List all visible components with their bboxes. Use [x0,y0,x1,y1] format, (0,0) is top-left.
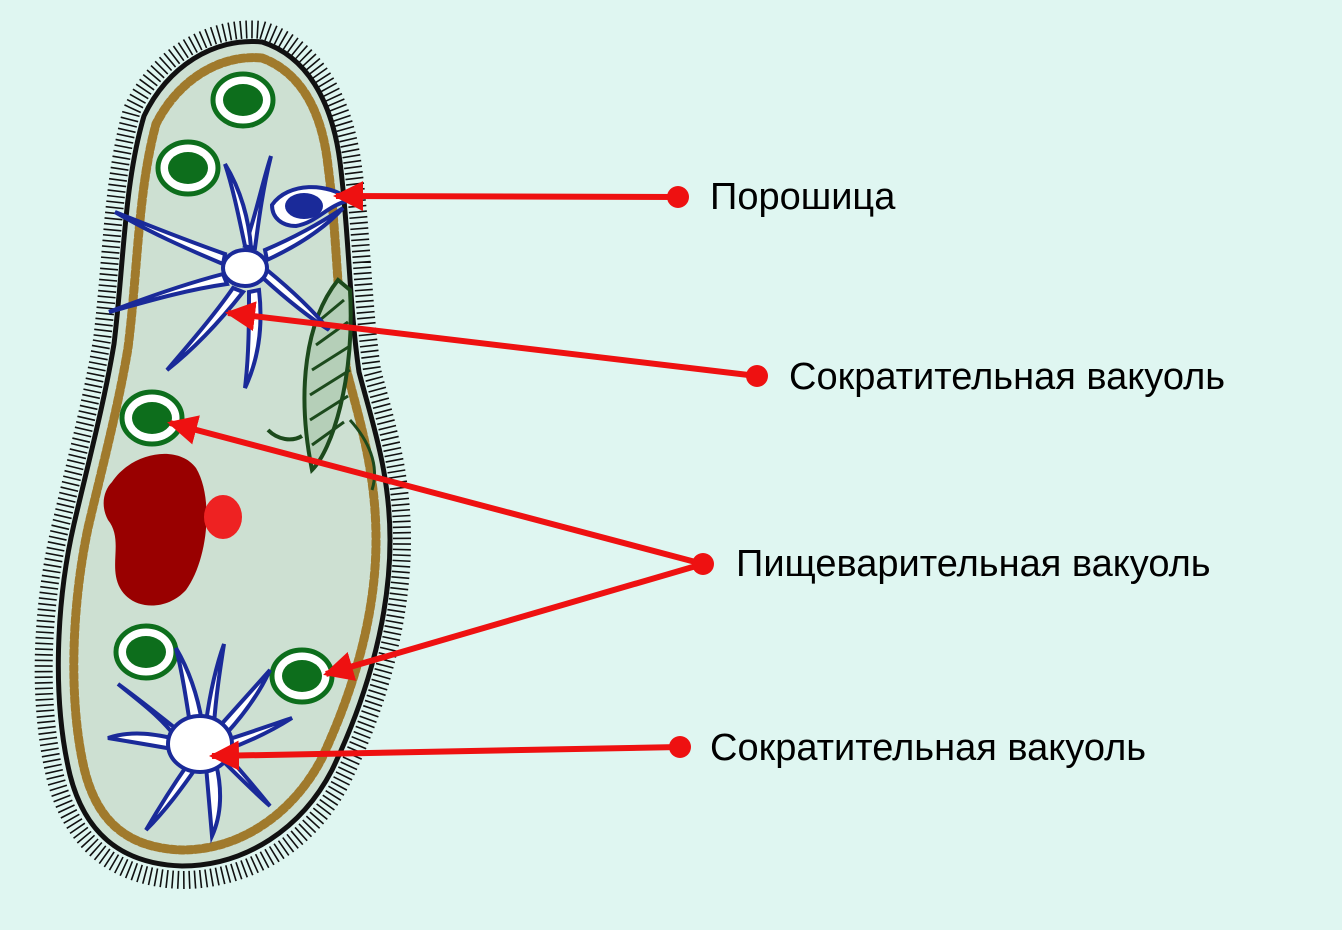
food-vacuole [213,74,273,126]
food-vacuole [158,142,218,194]
label-digestive-vacuole: Пищеварительная вакуоль [736,545,1211,583]
food-vacuole [116,626,176,678]
label-contractile-vacuole-top: Сократительная вакуоль [789,358,1225,396]
micronucleus [204,495,242,539]
food-vacuole [272,650,332,702]
food-vacuole [122,392,182,444]
label-poroshitsa: Порошица [710,178,895,216]
arrow-poroshitsa [336,186,689,208]
label-contractile-vacuole-bottom: Сократительная вакуоль [710,729,1146,767]
